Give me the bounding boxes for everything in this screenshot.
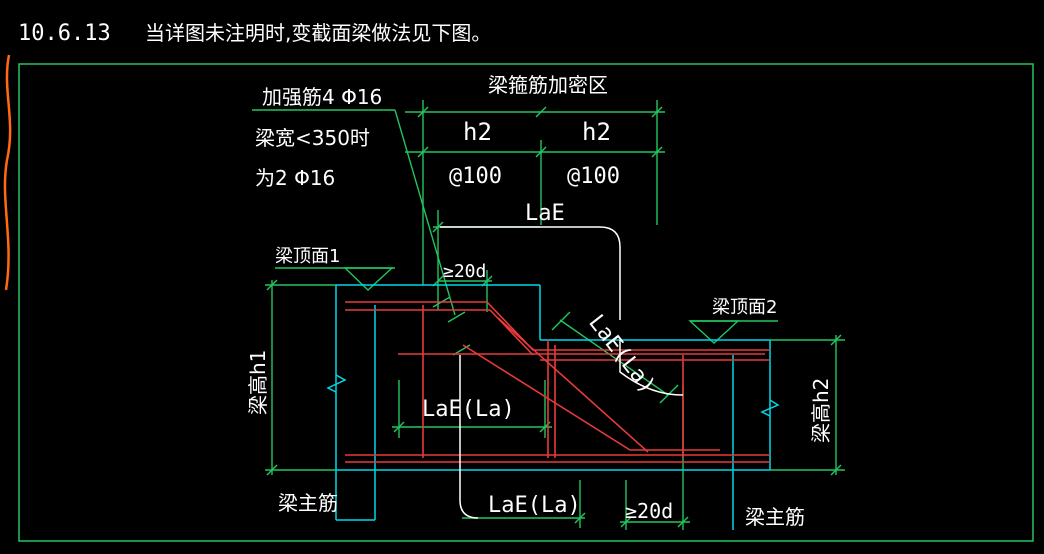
- lae-top-label: LaE: [525, 201, 565, 226]
- beam-top-1-label: 梁顶面1: [275, 246, 340, 267]
- drawing-frame: [18, 63, 1034, 542]
- h2-left-label: h2: [463, 118, 492, 146]
- rebar: [345, 301, 770, 463]
- lap-curves: [440, 226, 684, 519]
- lae-la-mid-label: LaE(La): [422, 397, 515, 422]
- min-20d-top-label: ≥20d: [443, 261, 486, 282]
- beam-outline: [326, 284, 780, 530]
- caption: 当详图未注明时,变截面梁做法见下图。: [145, 21, 491, 45]
- extra-bar-line1: 加强筋4 Φ16: [262, 85, 382, 109]
- beam-height-1-label: 梁高h1: [246, 350, 270, 415]
- h2-right-label: h2: [582, 118, 611, 146]
- section-number: 10.6.13: [18, 21, 111, 46]
- extra-bar-line2: 梁宽<350时: [255, 126, 370, 150]
- stirrup-dense-zone-label: 梁箍筋加密区: [488, 73, 608, 97]
- main-bar-right-label: 梁主筋: [745, 505, 805, 529]
- beam-height-2-label: 梁高h2: [809, 378, 833, 443]
- spacing-left-label: @100: [449, 164, 502, 189]
- left-edge-curve: [3, 54, 12, 291]
- spacing-right-label: @100: [567, 164, 620, 189]
- min-20d-bottom-label: ≥20d: [625, 499, 673, 523]
- lae-la-bottom-label: LaE(La): [488, 493, 581, 518]
- main-bar-left-label: 梁主筋: [278, 491, 338, 515]
- beam-top-2-label: 梁顶面2: [712, 297, 777, 318]
- extra-bar-line3: 为2 Φ16: [255, 166, 335, 190]
